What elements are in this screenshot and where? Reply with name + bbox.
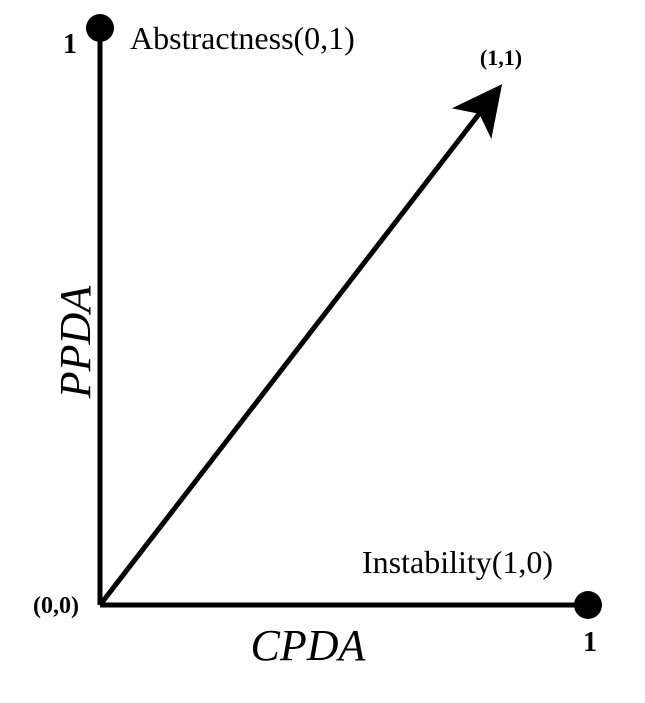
instability-label: Instability(1,0)	[362, 544, 553, 580]
origin-label: (0,0)	[33, 593, 79, 619]
instability-point	[574, 591, 602, 619]
y-end-label: 1	[63, 29, 77, 60]
y-axis-label: PPDA	[51, 285, 100, 400]
diagonal-end-label: (1,1)	[480, 45, 522, 70]
x-end-label: 1	[583, 627, 597, 658]
abstractness-point	[86, 14, 114, 42]
abstractness-label: Abstractness(0,1)	[130, 20, 355, 56]
x-axis-label: CPDA	[251, 621, 367, 670]
diagonal-arrow	[98, 84, 503, 607]
